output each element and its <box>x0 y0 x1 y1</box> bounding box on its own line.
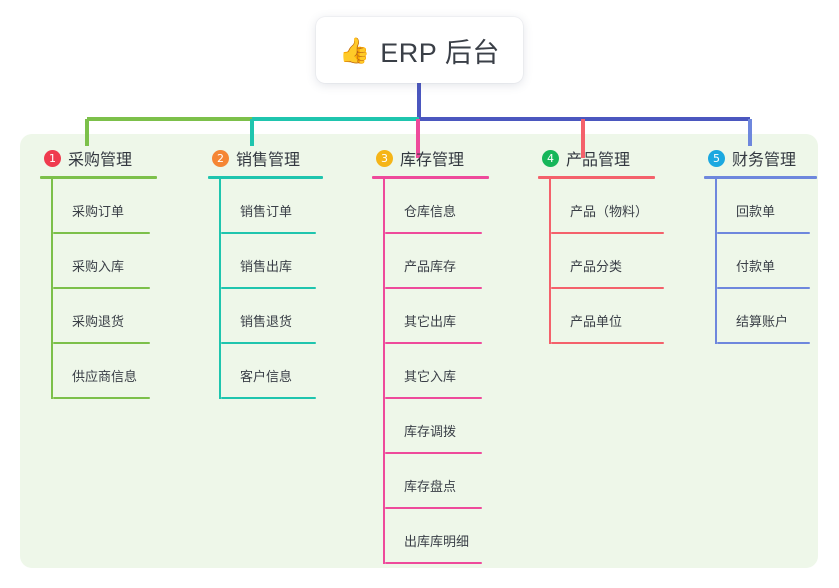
branch-item-label: 库存调拨 <box>404 424 457 439</box>
diagram-panel <box>20 134 818 568</box>
branch-item-underline <box>385 342 482 344</box>
branch-column-3: 3 库存管理仓库信息产品库存其它出库其它入库库存调拨库存盘点出库库明细 <box>362 146 522 564</box>
branch-header-2[interactable]: 2 销售管理 <box>198 146 358 170</box>
branch-badge-1: 1 <box>44 149 61 167</box>
branch-underline-1 <box>40 176 157 179</box>
branch-item-label: 出库库明细 <box>404 534 470 549</box>
branch-item-label: 采购订单 <box>72 204 125 219</box>
branch-item[interactable]: 采购退货 <box>53 289 190 344</box>
branch-item-underline <box>385 397 482 399</box>
branch-badge-5: 5 <box>708 149 725 167</box>
branch-item-label: 客户信息 <box>240 369 293 384</box>
branch-item-label: 其它入库 <box>404 369 457 384</box>
branch-item-underline <box>385 562 482 564</box>
branch-item[interactable]: 结算账户 <box>717 289 839 344</box>
branch-item-label: 产品库存 <box>404 259 457 274</box>
branch-item-underline <box>221 397 316 399</box>
branch-item-label: 销售订单 <box>240 204 293 219</box>
branch-item-underline <box>385 287 482 289</box>
branch-item[interactable]: 供应商信息 <box>53 344 190 399</box>
branch-item-underline <box>551 342 664 344</box>
branch-column-2: 2 销售管理销售订单销售出库销售退货客户信息 <box>198 146 358 399</box>
branch-item-underline <box>53 397 150 399</box>
branch-item-underline <box>551 287 664 289</box>
branch-item-underline <box>385 452 482 454</box>
branch-item[interactable]: 库存调拨 <box>385 399 522 454</box>
branch-item-label: 销售出库 <box>240 259 293 274</box>
branch-item[interactable]: 产品（物料） <box>551 179 688 234</box>
branch-item[interactable]: 其它入库 <box>385 344 522 399</box>
branch-item-label: 其它出库 <box>404 314 457 329</box>
branch-item-label: 仓库信息 <box>404 204 457 219</box>
branch-header-5[interactable]: 5 财务管理 <box>694 146 839 170</box>
branch-spine-5: 回款单付款单结算账户 <box>715 179 839 344</box>
branch-underline-4 <box>538 176 655 179</box>
branch-item-underline <box>53 342 150 344</box>
branch-item-underline <box>551 232 664 234</box>
branch-item-label: 采购退货 <box>72 314 125 329</box>
branch-item[interactable]: 产品库存 <box>385 234 522 289</box>
branch-item[interactable]: 其它出库 <box>385 289 522 344</box>
branch-item[interactable]: 销售出库 <box>221 234 358 289</box>
branch-item[interactable]: 出库库明细 <box>385 509 522 564</box>
branch-underline-2 <box>208 176 323 179</box>
branch-badge-3: 3 <box>376 149 393 167</box>
branch-item-underline <box>717 232 810 234</box>
branch-item[interactable]: 采购入库 <box>53 234 190 289</box>
branch-item-label: 销售退货 <box>240 314 293 329</box>
branch-item[interactable]: 产品单位 <box>551 289 688 344</box>
branch-item[interactable]: 仓库信息 <box>385 179 522 234</box>
branch-spine-2: 销售订单销售出库销售退货客户信息 <box>219 179 358 399</box>
branch-column-4: 4 产品管理产品（物料） 产品分类产品单位 <box>528 146 688 344</box>
root-title: ERP 后台 <box>380 37 500 68</box>
branch-column-1: 1 采购管理采购订单采购入库采购退货供应商信息 <box>30 146 190 399</box>
branch-underline-5 <box>704 176 817 179</box>
branch-item-label: 付款单 <box>736 259 776 274</box>
branch-spine-1: 采购订单采购入库采购退货供应商信息 <box>51 179 190 399</box>
branch-header-1[interactable]: 1 采购管理 <box>30 146 190 170</box>
branch-item-underline <box>717 287 810 289</box>
branch-item-label: 回款单 <box>736 204 776 219</box>
root-node[interactable]: 👍 ERP 后台 <box>316 17 523 83</box>
branch-item-underline <box>221 342 316 344</box>
branch-item-underline <box>221 287 316 289</box>
branch-title-3: 库存管理 <box>400 152 465 169</box>
branch-item-underline <box>221 232 316 234</box>
branch-title-5: 财务管理 <box>732 152 797 169</box>
branch-item-underline <box>53 287 150 289</box>
branch-item[interactable]: 客户信息 <box>221 344 358 399</box>
branch-spine-4: 产品（物料） 产品分类产品单位 <box>549 179 688 344</box>
branch-item-underline <box>53 232 150 234</box>
branch-item-label: 产品分类 <box>570 259 623 274</box>
branch-item[interactable]: 库存盘点 <box>385 454 522 509</box>
branch-item[interactable]: 产品分类 <box>551 234 688 289</box>
branch-header-3[interactable]: 3 库存管理 <box>362 146 522 170</box>
branch-item-underline <box>717 342 810 344</box>
branch-title-1: 采购管理 <box>68 152 133 169</box>
branch-item-label: 采购入库 <box>72 259 125 274</box>
branch-underline-3 <box>372 176 489 179</box>
branch-item[interactable]: 销售订单 <box>221 179 358 234</box>
branch-column-5: 5 财务管理回款单付款单结算账户 <box>694 146 839 344</box>
branch-spine-3: 仓库信息产品库存其它出库其它入库库存调拨库存盘点出库库明细 <box>383 179 522 564</box>
thumbs-up-icon: 👍 <box>339 35 371 65</box>
branch-item-underline <box>385 232 482 234</box>
branch-item[interactable]: 回款单 <box>717 179 839 234</box>
branch-item[interactable]: 销售退货 <box>221 289 358 344</box>
branch-item-label: 产品单位 <box>570 314 623 329</box>
branch-badge-2: 2 <box>212 149 229 167</box>
branch-item-label: 供应商信息 <box>72 369 138 384</box>
branch-header-4[interactable]: 4 产品管理 <box>528 146 688 170</box>
branch-item-underline <box>385 507 482 509</box>
branch-title-4: 产品管理 <box>566 152 631 169</box>
branch-title-2: 销售管理 <box>236 152 301 169</box>
branch-item-label: 产品（物料） <box>570 204 649 219</box>
branch-item[interactable]: 采购订单 <box>53 179 190 234</box>
branch-item-label: 库存盘点 <box>404 479 457 494</box>
branch-badge-4: 4 <box>542 149 559 167</box>
branch-item[interactable]: 付款单 <box>717 234 839 289</box>
branch-item-label: 结算账户 <box>736 314 789 329</box>
